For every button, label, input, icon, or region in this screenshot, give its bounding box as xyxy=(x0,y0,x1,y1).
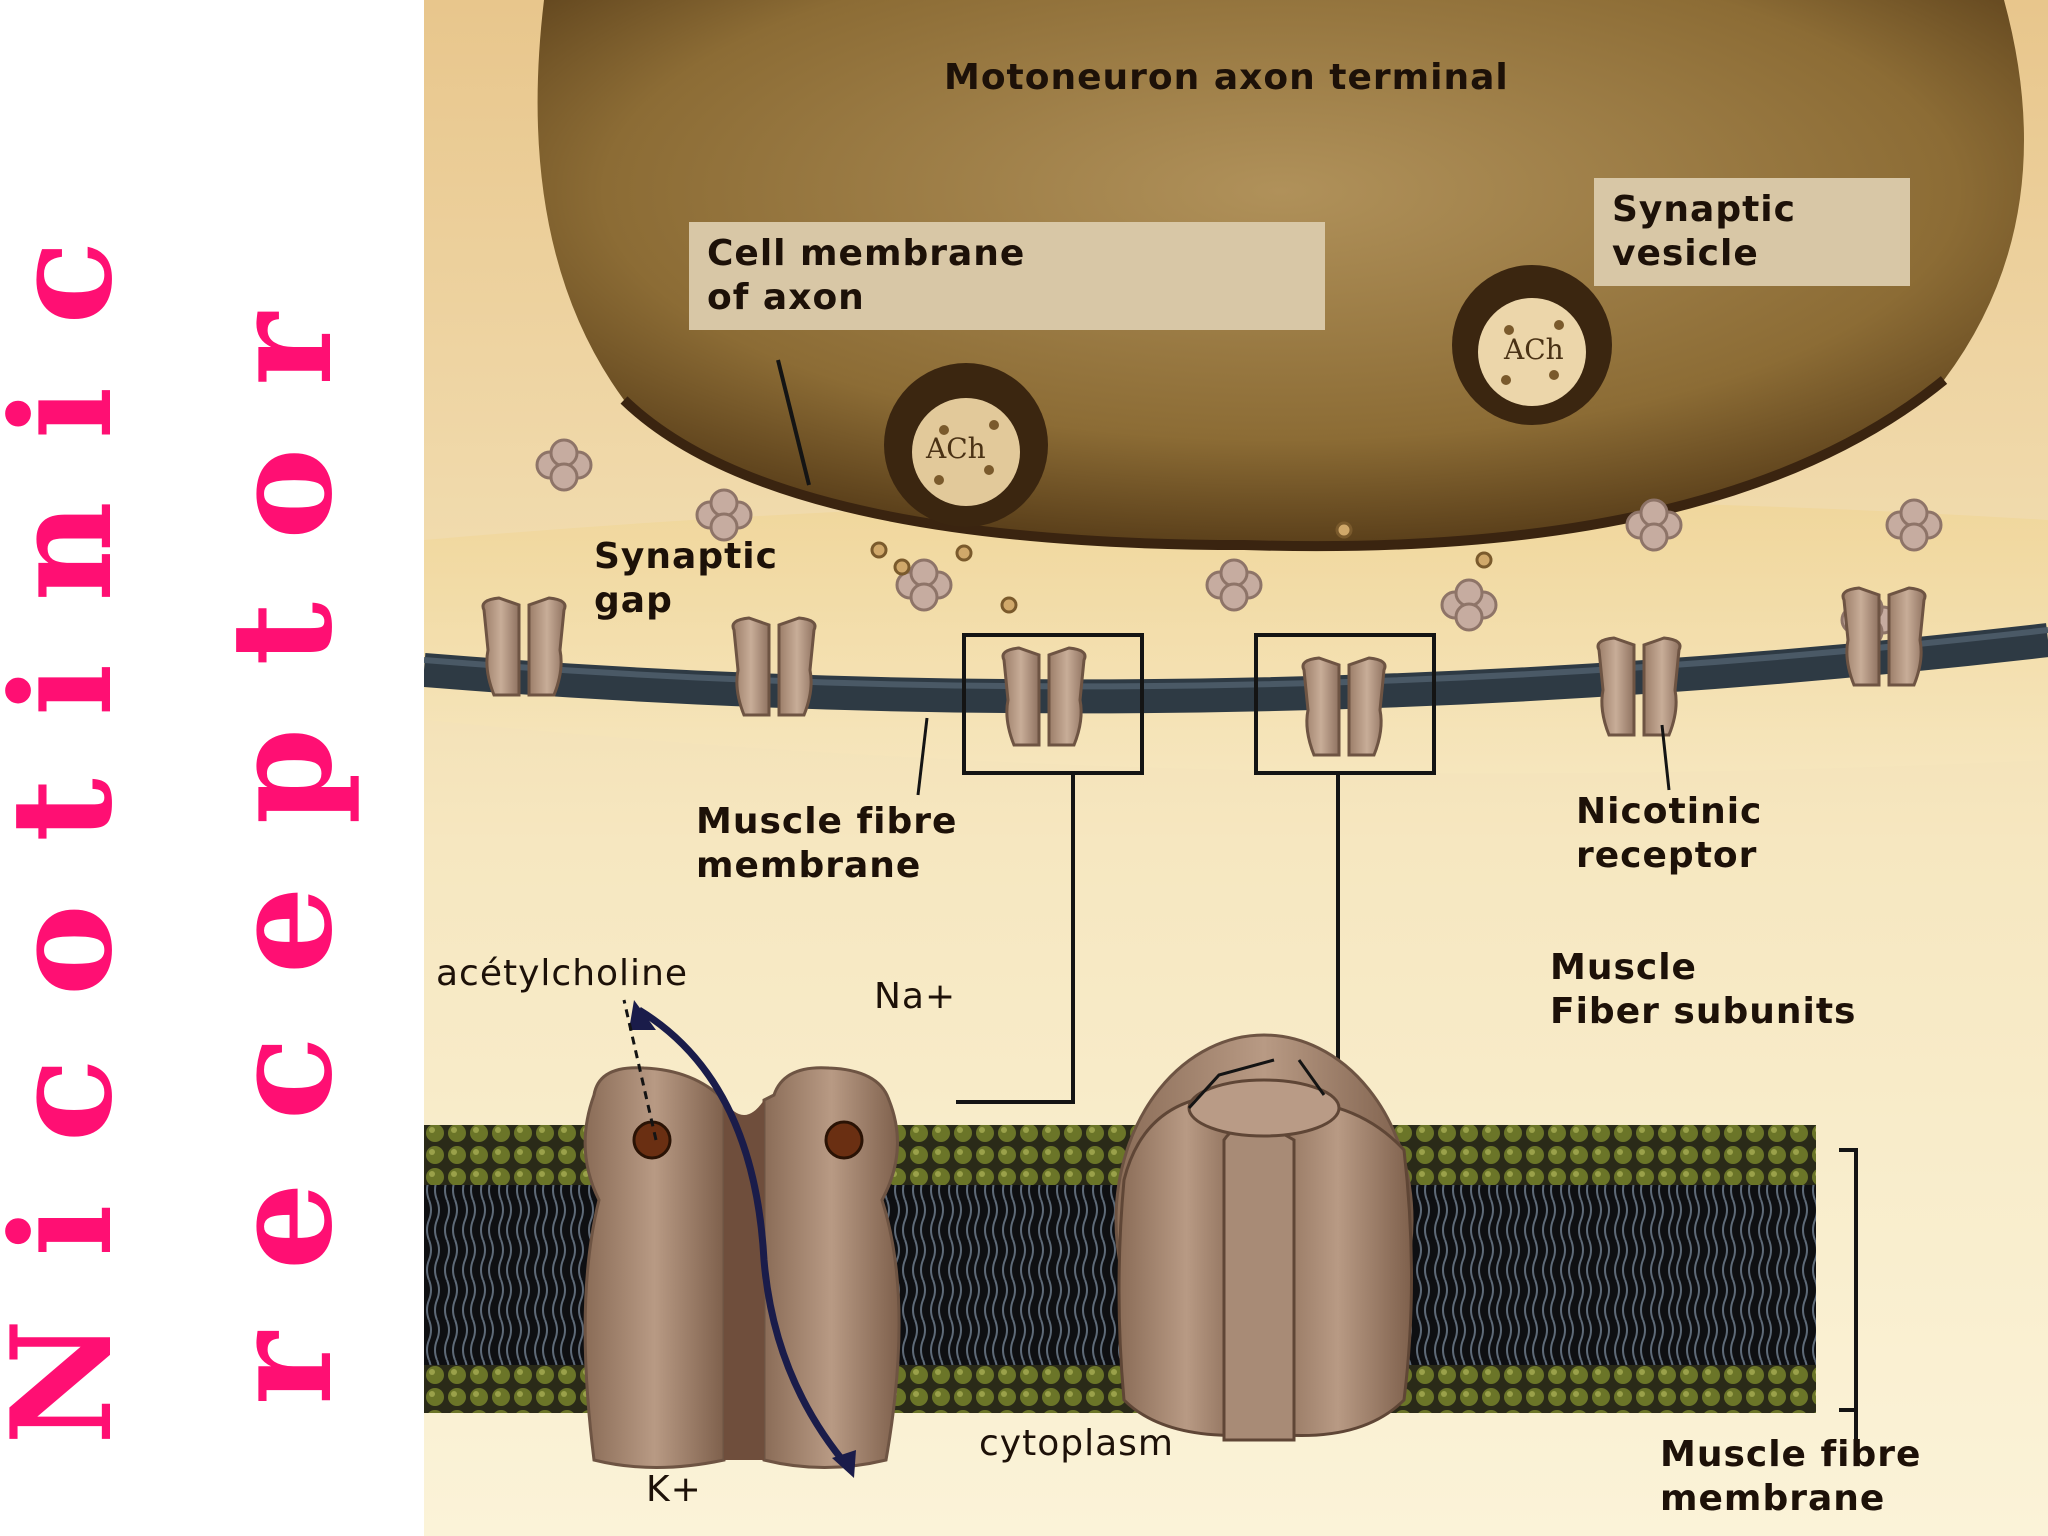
synaptic-vesicle-right xyxy=(1452,265,1612,425)
title-line-receptor: receptor xyxy=(200,250,363,1405)
label-nicotinic-receptor-line1: Nicotinic xyxy=(1576,791,1763,832)
label-muscle-fibre-membrane-top-line2: membrane xyxy=(696,845,922,886)
label-muscle-fibre-membrane-bottom-line1: Muscle fibre xyxy=(1660,1434,1922,1475)
label-cell-membrane-axon-line1: Cell membrane xyxy=(707,233,1026,274)
label-muscle-fiber-subunits-line2: Fiber subunits xyxy=(1550,991,1857,1032)
label-muscle-fibre-membrane-bottom: Muscle fibre membrane xyxy=(1660,1433,1921,1521)
label-cell-membrane-axon-line2: of axon xyxy=(707,277,865,318)
label-motoneuron-axon-terminal: Motoneuron axon terminal xyxy=(944,57,1509,98)
label-muscle-fibre-membrane-bottom-line2: membrane xyxy=(1660,1478,1886,1519)
label-synaptic-vesicle-line2: vesicle xyxy=(1612,233,1759,274)
label-synaptic-gap: Synaptic gap xyxy=(594,535,778,623)
title-panel: Nicotinic receptor xyxy=(0,0,424,1536)
ach-vesicle-right-label: ACh xyxy=(1504,333,1564,366)
title-line-nicotinic: Nicotinic xyxy=(0,178,143,1446)
label-muscle-fiber-subunits: Muscle Fiber subunits xyxy=(1550,946,1856,1034)
open-receptor-channel xyxy=(583,1066,901,1469)
synaptic-vesicle-left xyxy=(884,363,1048,527)
label-muscle-fiber-subunits-line1: Muscle xyxy=(1550,947,1697,988)
label-cell-membrane-axon: Cell membrane of axon xyxy=(689,222,1325,330)
label-nicotinic-receptor-line2: receptor xyxy=(1576,835,1758,876)
label-acetylcholine: acétylcholine xyxy=(436,953,689,994)
label-cytoplasm: cytoplasm xyxy=(979,1423,1174,1464)
label-muscle-fibre-membrane-top: Muscle fibre membrane xyxy=(696,800,957,888)
label-nicotinic-receptor: Nicotinic receptor xyxy=(1576,790,1762,878)
label-synaptic-gap-line2: gap xyxy=(594,580,673,621)
label-synaptic-gap-line1: Synaptic xyxy=(594,536,778,577)
label-muscle-fibre-membrane-top-line1: Muscle fibre xyxy=(696,801,958,842)
closed-receptor-complex xyxy=(1114,1033,1414,1442)
nicotinic-receptor-diagram: ACh ACh Motoneuron axon terminal Cell me… xyxy=(424,0,2048,1536)
label-k: K+ xyxy=(646,1469,702,1510)
label-synaptic-vesicle: Synaptic vesicle xyxy=(1594,178,1910,286)
label-synaptic-vesicle-line1: Synaptic xyxy=(1612,189,1796,230)
ach-vesicle-left-label: ACh xyxy=(926,432,986,465)
label-na: Na+ xyxy=(874,976,957,1017)
